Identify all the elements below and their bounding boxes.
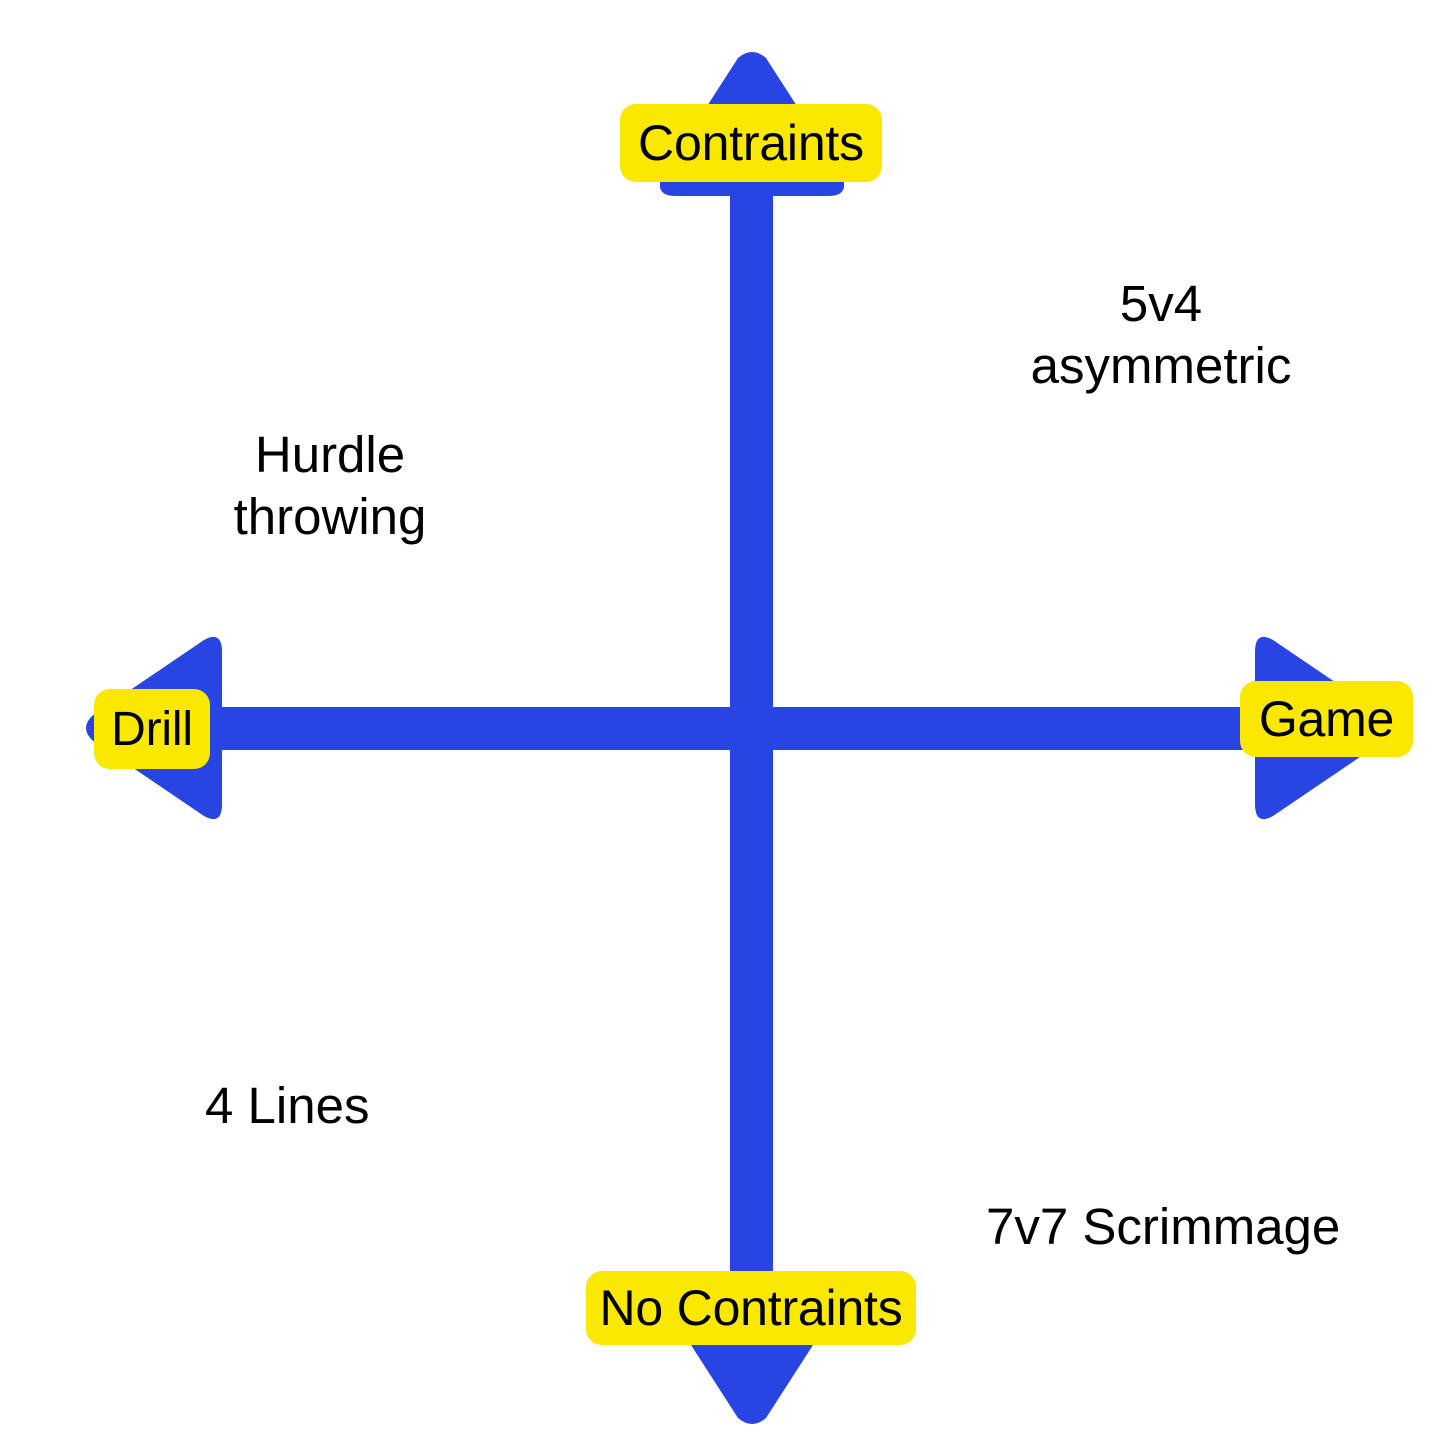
- quadrant-label-bottom-left: 4 Lines: [205, 1077, 370, 1134]
- axis-label-bottom-no-constraints[interactable]: No Contraints: [586, 1271, 916, 1345]
- axis-label-right-game[interactable]: Game: [1240, 681, 1413, 757]
- axis-label-top-constraints[interactable]: Contraints: [620, 104, 882, 182]
- horizontal-axis-bar: [120, 707, 1335, 750]
- axis-label-left-drill[interactable]: Drill: [94, 689, 210, 769]
- quadrant-label-top-left: Hurdle throwing: [233, 426, 427, 546]
- quadrant-label-top-right: 5v4 asymmetric: [1030, 275, 1292, 395]
- quadrant-label-bottom-right: 7v7 Scrimmage: [986, 1198, 1341, 1255]
